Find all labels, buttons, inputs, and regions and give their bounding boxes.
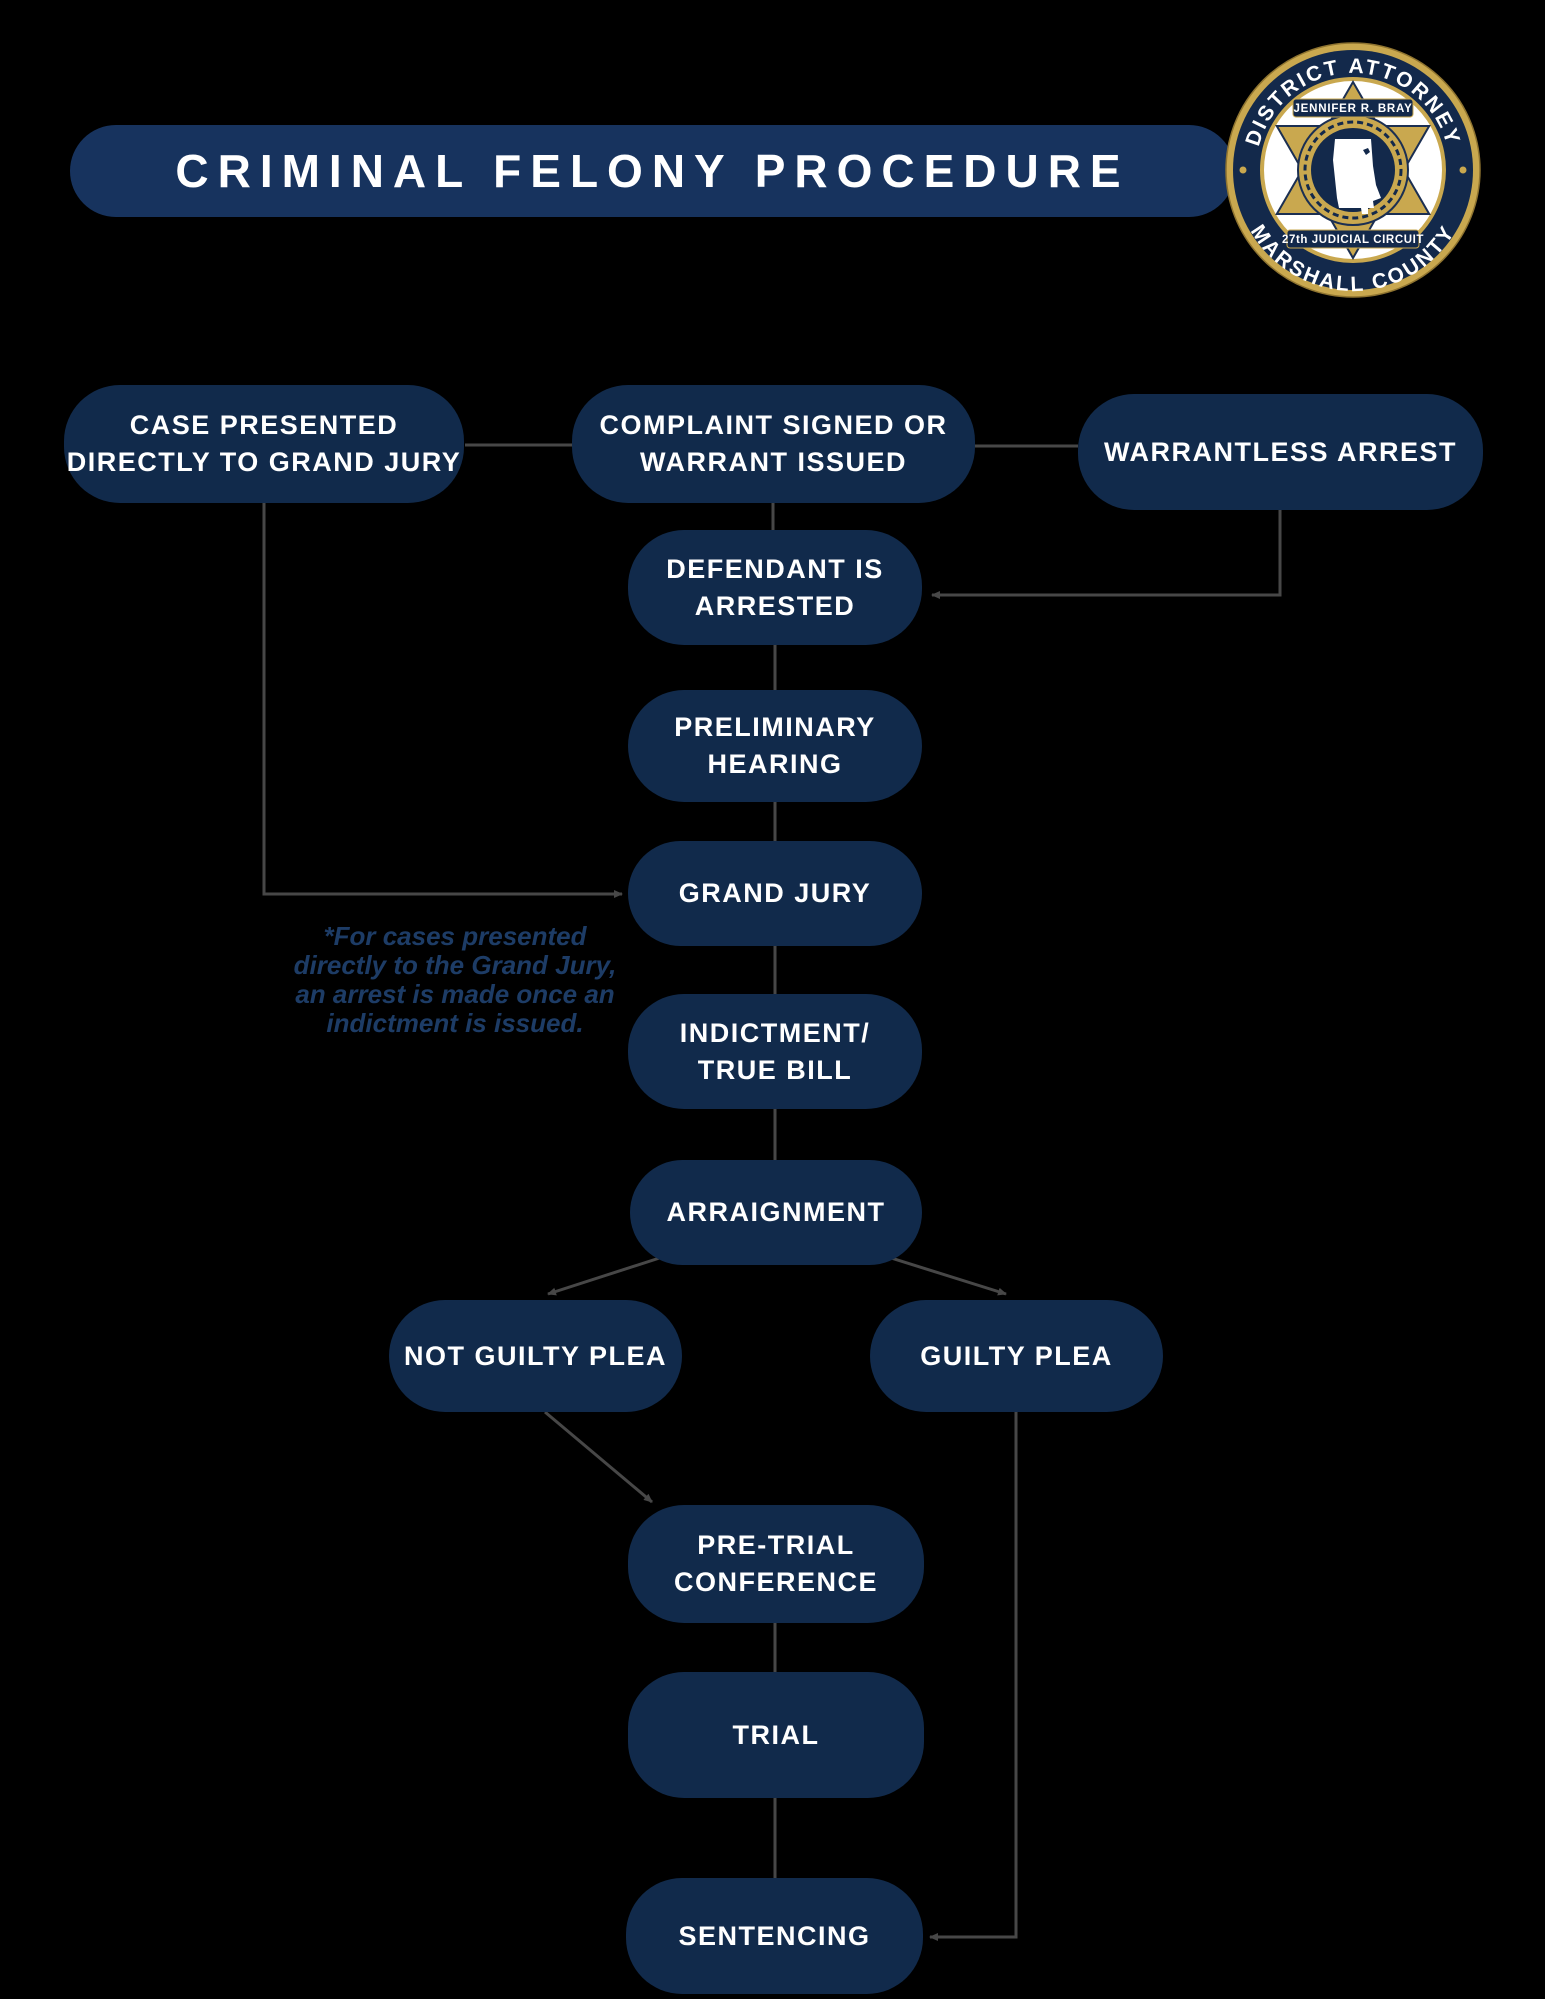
connector-arraignment-to-guilty bbox=[871, 1250, 1007, 1296]
badge-name-text: JENNIFER R. BRAY bbox=[1293, 103, 1412, 115]
node-defendant-arrested: DEFENDANT IS ARRESTED bbox=[628, 530, 922, 645]
node-label: DEFENDANT IS bbox=[666, 553, 884, 584]
node-label: WARRANT ISSUED bbox=[639, 447, 907, 477]
node-label: COMPLAINT SIGNED OR bbox=[599, 410, 948, 440]
badge-center-rope-ring bbox=[1303, 120, 1403, 220]
node-label: WARRANTLESS ARREST bbox=[1103, 436, 1457, 467]
title-bar: CRIMINAL FELONY PROCEDURE bbox=[70, 125, 1235, 217]
badge-left-dot bbox=[1239, 166, 1247, 174]
footnote-line: an arrest is made once an bbox=[295, 979, 615, 1009]
node-label: TRIAL bbox=[732, 1719, 820, 1750]
node-label: GUILTY PLEA bbox=[920, 1340, 1113, 1371]
node-label: TRUE BILL bbox=[697, 1054, 853, 1085]
node-label: DIRECTLY TO GRAND JURY bbox=[66, 447, 462, 477]
da-badge-seal: JENNIFER R. BRAY 27th JUDICIAL CIRCUIT D… bbox=[1225, 42, 1481, 298]
connector-guilty-to-sentencing bbox=[929, 1412, 1018, 1941]
node-label: HEARING bbox=[707, 749, 843, 779]
footnote-line: indictment is issued. bbox=[326, 1008, 584, 1038]
connector-warrantless-to-defendant bbox=[931, 510, 1282, 599]
node-label: GRAND JURY bbox=[678, 878, 872, 908]
node-label: CONFERENCE bbox=[673, 1567, 878, 1597]
node-label: ARRESTED bbox=[694, 590, 856, 621]
connector-notguilty-to-pretrial bbox=[544, 1410, 653, 1504]
badge-circuit-band: 27th JUDICIAL CIRCUIT bbox=[1282, 229, 1424, 249]
node-guilty-plea: GUILTY PLEA bbox=[870, 1300, 1163, 1412]
badge-name-band: JENNIFER R. BRAY bbox=[1292, 98, 1414, 118]
node-grand-jury: GRAND JURY bbox=[628, 841, 922, 946]
footnote-line: directly to the Grand Jury, bbox=[293, 950, 617, 980]
node-preliminary-hearing: PRELIMINARY HEARING bbox=[628, 690, 922, 802]
node-pretrial-conference: PRE-TRIAL CONFERENCE bbox=[628, 1505, 924, 1623]
node-case-presented: CASE PRESENTED DIRECTLY TO GRAND JURY bbox=[64, 385, 464, 503]
node-label: CASE PRESENTED bbox=[129, 410, 399, 440]
node-label: PRE-TRIAL bbox=[697, 1530, 855, 1560]
node-complaint-signed: COMPLAINT SIGNED OR WARRANT ISSUED bbox=[572, 385, 975, 503]
node-warrantless-arrest: WARRANTLESS ARREST bbox=[1078, 394, 1483, 510]
page-title: CRIMINAL FELONY PROCEDURE bbox=[175, 145, 1130, 197]
node-arraignment: ARRAIGNMENT bbox=[630, 1160, 922, 1265]
badge-right-dot bbox=[1459, 166, 1467, 174]
node-trial: TRIAL bbox=[628, 1672, 924, 1798]
badge-alabama-silhouette bbox=[1333, 139, 1381, 214]
footnote-line: *For cases presented bbox=[323, 921, 587, 951]
node-label: ARRAIGNMENT bbox=[666, 1197, 886, 1227]
footnote-text: *For cases presented directly to the Gra… bbox=[230, 922, 680, 1038]
connector-arraignment-to-notguilty bbox=[547, 1250, 679, 1296]
node-indictment-true-bill: INDICTMENT/ TRUE BILL bbox=[628, 994, 922, 1109]
connector-case-to-grandjury bbox=[262, 503, 623, 898]
node-label: INDICTMENT/ bbox=[679, 1017, 871, 1048]
node-not-guilty-plea: NOT GUILTY PLEA bbox=[389, 1300, 682, 1412]
node-label: PRELIMINARY bbox=[674, 712, 876, 742]
badge-circuit-text: 27th JUDICIAL CIRCUIT bbox=[1282, 234, 1424, 246]
node-label: NOT GUILTY PLEA bbox=[403, 1340, 667, 1371]
node-sentencing: SENTENCING bbox=[626, 1878, 923, 1994]
node-label: SENTENCING bbox=[678, 1920, 871, 1951]
